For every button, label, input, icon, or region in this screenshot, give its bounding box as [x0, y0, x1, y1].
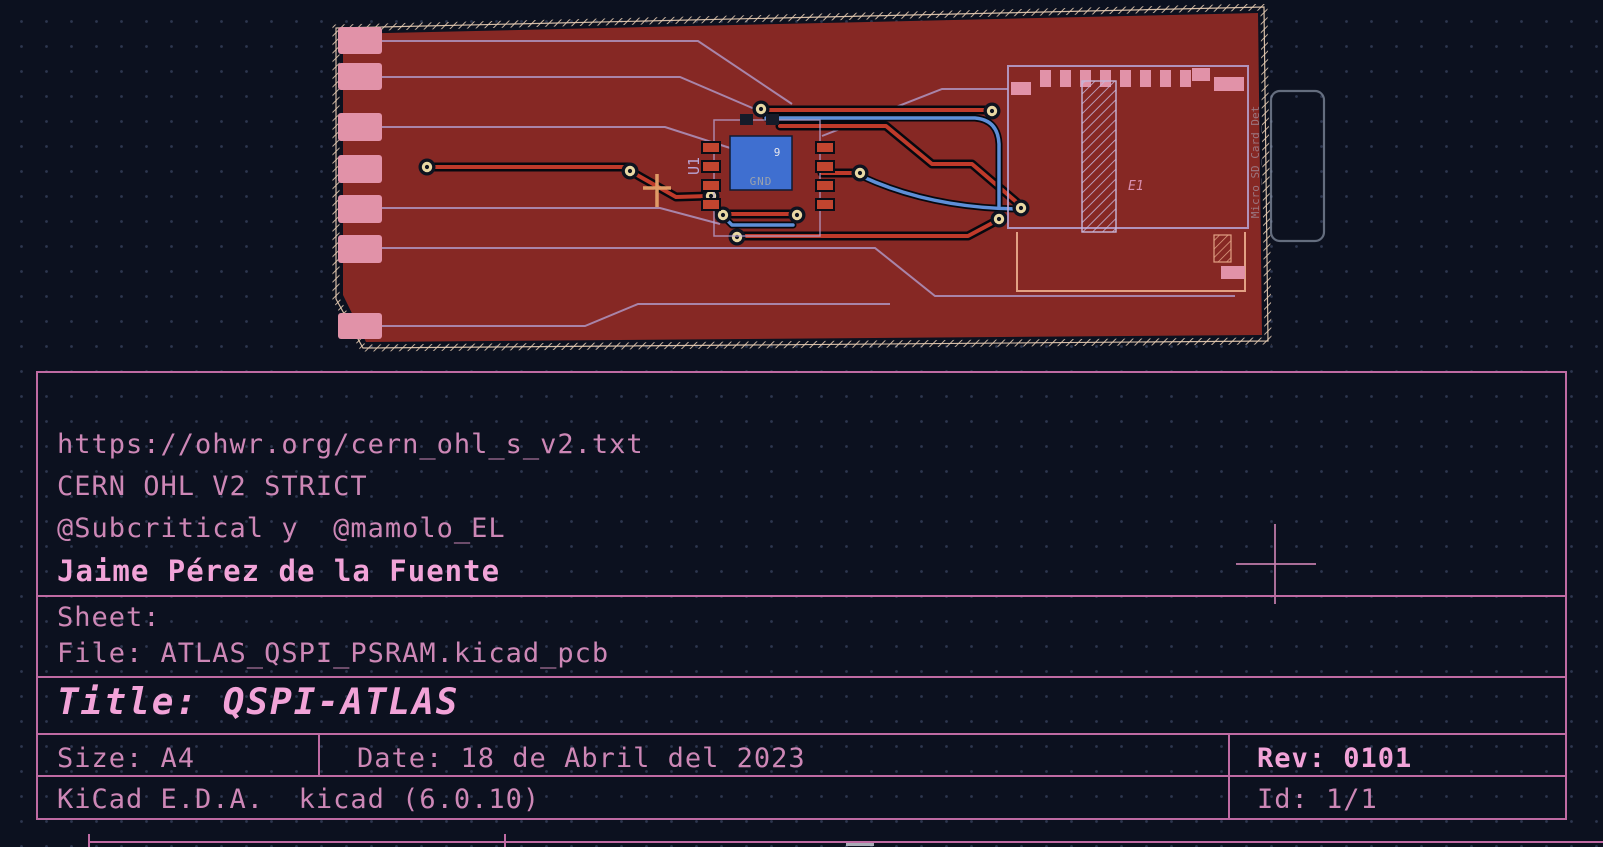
- edge-connector-pad: [338, 235, 382, 263]
- edge-connector-pad: [338, 63, 382, 90]
- u1-pad: [701, 179, 721, 192]
- sd-silk-label: Micro_SD_Card_Det: [1249, 106, 1262, 219]
- file-label: File: ATLAS_QSPI_PSRAM.kicad_pcb: [57, 638, 610, 669]
- sd-pad: [1140, 70, 1151, 87]
- title-block-divider: [38, 676, 1565, 678]
- rev-label: Rev: 0101: [1257, 743, 1413, 774]
- via: [851, 164, 869, 182]
- size-label: Size: A4: [57, 743, 196, 774]
- comment-author-name: Jaime Pérez de la Fuente: [57, 554, 501, 588]
- u1-pad: [815, 160, 835, 173]
- id-label: Id: 1/1: [1257, 784, 1378, 815]
- board-edge-line: [335, 6, 1269, 349]
- sheet-crosshair-vertical: [1274, 524, 1276, 604]
- sheet-crosshair-horizontal: [1236, 563, 1316, 565]
- title-block-divider: [38, 733, 1565, 735]
- sheet-title: Title: QSPI-ATLAS: [57, 682, 460, 723]
- title-block: https://ohwr.org/cern_ohl_s_v2.txt CERN …: [36, 371, 1567, 820]
- via: [983, 102, 1001, 120]
- edge-connector-pads: [338, 27, 382, 339]
- sd-socket-pads: [1011, 68, 1244, 95]
- sd-fab-hatch: [1213, 234, 1232, 263]
- via: [990, 210, 1008, 228]
- edge-connector-pad: [338, 155, 382, 183]
- solder-mark: [643, 174, 671, 207]
- u1-refdes: U1: [685, 157, 703, 175]
- sd-pad: [1100, 70, 1111, 87]
- edge-connector-pad: [338, 113, 382, 141]
- sd-socket-outline: [1007, 65, 1249, 229]
- sd-pad: [1160, 70, 1171, 87]
- sd-pad: [1180, 70, 1191, 87]
- u1-pad: [701, 198, 721, 211]
- page-frame-zone-mark: [846, 843, 874, 846]
- sd-keepout-hatch: [1081, 80, 1117, 233]
- u1-mask-pad: [766, 114, 779, 125]
- date-label: Date: 18 de Abril del 2023: [357, 743, 806, 774]
- comment-url: https://ohwr.org/cern_ohl_s_v2.txt: [57, 429, 644, 460]
- edge-connector-pad: [338, 195, 382, 223]
- sd-pad: [1080, 70, 1091, 87]
- page-frame-bottom-line: [88, 841, 1603, 843]
- u1-mask-pad: [740, 114, 753, 125]
- via: [728, 228, 746, 246]
- edge-connector-pad: [338, 27, 382, 54]
- via: [788, 206, 806, 224]
- via: [418, 158, 436, 176]
- sd-pad: [1040, 70, 1051, 87]
- page-frame-tick: [88, 834, 90, 847]
- top-traces: [425, 108, 1022, 238]
- sd-fab-outline: [1016, 232, 1246, 292]
- title-block-divider: [318, 733, 320, 777]
- title-block-divider: [38, 775, 1565, 777]
- sd-pad: [1192, 68, 1210, 81]
- u1-thermal-pad: [729, 135, 793, 191]
- inner-layer-traces: [382, 40, 1235, 327]
- comment-license: CERN OHL V2 STRICT: [57, 471, 368, 502]
- u1-pad: [701, 160, 721, 173]
- copper-pour: [343, 13, 1262, 342]
- u1-pad: [815, 198, 835, 211]
- title-block-divider: [38, 595, 1565, 597]
- pcb-board-canvas: 9 GND U1 E1 Micro_SD_Card_Det: [332, 4, 1326, 352]
- sd-pad: [1011, 82, 1031, 95]
- page-frame-tick: [504, 834, 506, 847]
- sd-pad: [1060, 70, 1071, 87]
- u1-pad: [701, 141, 721, 154]
- sd-pad: [1221, 266, 1245, 279]
- title-block-divider: [1228, 733, 1230, 820]
- u1-pad: [815, 179, 835, 192]
- sd-pad: [1120, 70, 1131, 87]
- footprint-u1: 9 GND U1: [643, 114, 835, 237]
- sd-refdes-e1: E1: [1128, 179, 1144, 194]
- u1-pad: [815, 141, 835, 154]
- sd-pad: [1214, 77, 1244, 91]
- via: [621, 162, 639, 180]
- u1-gnd-label: GND: [750, 175, 773, 188]
- comment-authors: @Subcritical y @mamolo_EL: [57, 513, 506, 544]
- edge-connector-pad: [338, 313, 382, 339]
- tool-label: KiCad E.D.A. kicad (6.0.10): [57, 784, 541, 815]
- via: [1012, 199, 1030, 217]
- u1-pad-number: 9: [774, 146, 781, 159]
- sheet-label: Sheet:: [57, 602, 161, 633]
- footprint-sd-socket: E1 Micro_SD_Card_Det: [1007, 65, 1326, 292]
- sd-card-body-outline: [1269, 89, 1326, 243]
